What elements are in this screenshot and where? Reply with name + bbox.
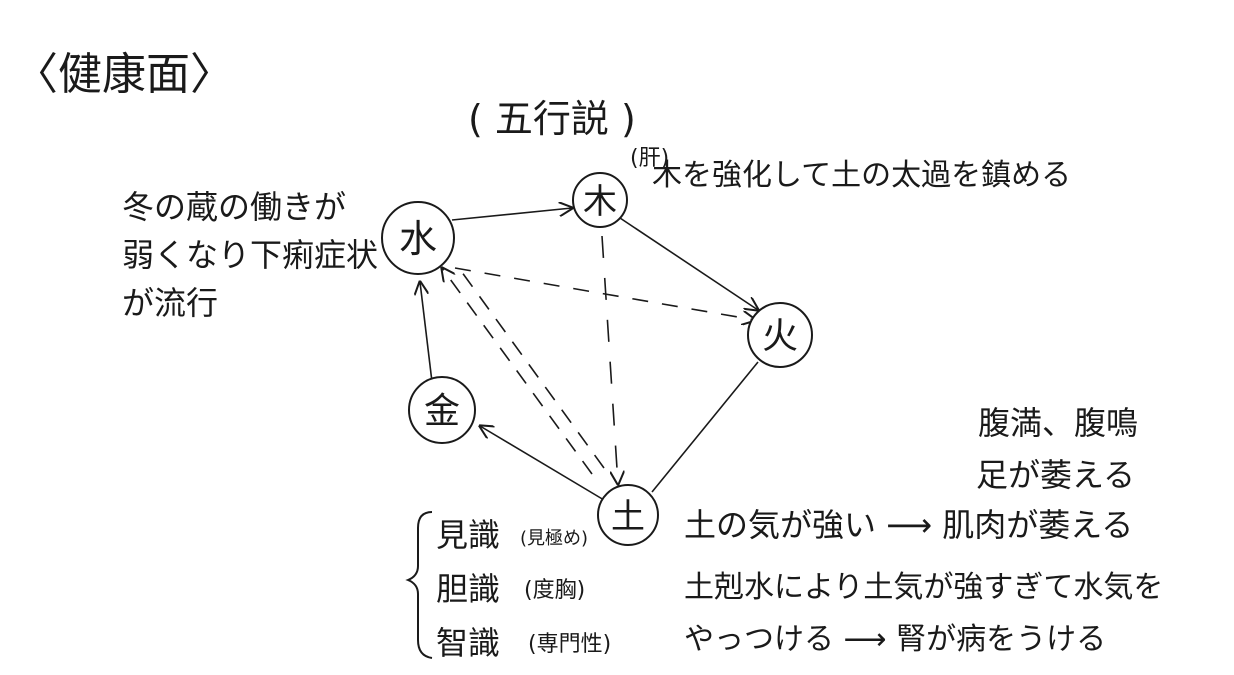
liver-label: (肝)	[630, 146, 670, 171]
svg-text:金: 金	[424, 391, 460, 432]
node-fire: 火	[747, 302, 813, 368]
svg-text:火: 火	[762, 316, 798, 357]
svg-text:土: 土	[611, 497, 645, 537]
arrow-metal-to-water	[420, 282, 433, 383]
node-water: 水	[381, 201, 455, 275]
dash-wood-to-earth	[601, 235, 618, 484]
knowledge-courage: 胆識	[436, 570, 501, 608]
dash-earth-to-water-b	[455, 263, 605, 469]
water-note-line2: 弱くなり下痢症状	[122, 236, 379, 274]
arrow-water-to-wood	[451, 208, 572, 221]
water-note-line3: が流行	[122, 284, 219, 322]
svg-text:木: 木	[583, 182, 617, 222]
diagram-subtitle: ( 五行説 )	[468, 97, 636, 141]
svg-text:水: 水	[399, 217, 437, 261]
earth-note-line2: 足が萎える	[976, 456, 1136, 494]
arrow-fire-to-earth	[651, 361, 759, 493]
arrow-wood-to-fire	[619, 217, 758, 310]
earth-note-line3: 土の気が強い ⟶ 肌肉が萎える	[684, 506, 1134, 544]
water-note-line1: 冬の蔵の働きが	[122, 188, 347, 226]
earth-note-line4: 土剋水により土気が強すぎて水気を	[684, 570, 1164, 605]
earth-note-line1: 腹満、腹鳴	[978, 404, 1139, 442]
knowledge-courage-note: (度胸)	[524, 578, 586, 603]
left-brace	[405, 511, 433, 659]
arrow-earth-to-metal	[480, 426, 605, 501]
earth-note-line5: やっつける ⟶ 腎が病をうける	[684, 622, 1107, 657]
knowledge-expertise: 智識	[436, 624, 501, 662]
knowledge-expertise-note: (専門性)	[528, 632, 612, 657]
node-earth: 土	[597, 484, 659, 546]
node-metal: 金	[408, 376, 476, 444]
page-heading: 〈健康面〉	[14, 49, 234, 100]
knowledge-insight: 見識	[436, 516, 501, 554]
node-wood: 木	[572, 172, 628, 228]
dash-earth-to-water-a	[442, 268, 593, 475]
knowledge-insight-note: (見極め)	[520, 528, 589, 549]
wood-note: 木を強化して土の太過を鎮める	[652, 158, 1072, 193]
